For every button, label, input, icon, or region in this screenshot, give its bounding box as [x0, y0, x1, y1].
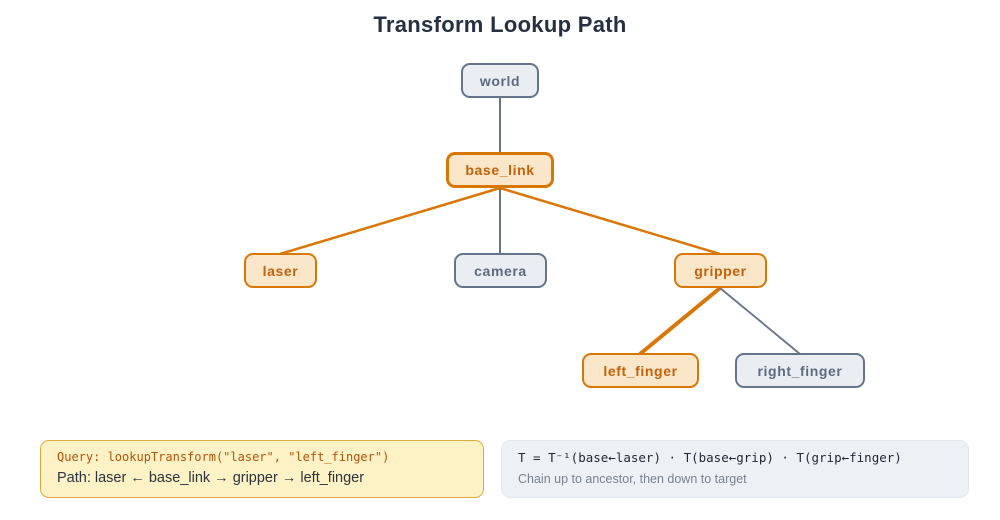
node-world: world: [461, 63, 539, 98]
query-panel: Query: lookupTransform("laser", "left_fi…: [40, 440, 484, 498]
caption-line: Chain up to ancestor, then down to targe…: [518, 472, 747, 486]
node-base_link-label: base_link: [465, 162, 535, 178]
node-base_link: base_link: [446, 152, 554, 188]
node-laser: laser: [244, 253, 317, 288]
node-left_finger: left_finger: [582, 353, 699, 388]
edge-gripper-right_finger: [719, 287, 801, 355]
node-right_finger: right_finger: [735, 353, 865, 388]
node-left_finger-label: left_finger: [603, 362, 678, 379]
node-gripper: gripper: [674, 253, 767, 288]
node-world-label: world: [479, 72, 521, 89]
node-camera: camera: [454, 253, 547, 288]
edge-base_link-laser: [279, 186, 501, 256]
page-title: Transform Lookup Path: [373, 12, 627, 37]
node-gripper-label: gripper: [694, 262, 747, 279]
node-laser-label: laser: [262, 262, 299, 279]
formula-panel: T = T⁻¹(base←laser) · T(base←grip) · T(g…: [501, 440, 969, 498]
query-line: Query: lookupTransform("laser", "left_fi…: [57, 450, 390, 464]
path-line: Path: laser ← base_link → gripper → left…: [57, 470, 365, 486]
formula-line: T = T⁻¹(base←laser) · T(base←grip) · T(g…: [518, 450, 902, 465]
node-right_finger-label: right_finger: [757, 362, 843, 379]
edge-gripper-left_finger: [638, 286, 722, 356]
node-camera-label: camera: [474, 262, 527, 279]
edge-base_link-gripper: [499, 186, 721, 256]
